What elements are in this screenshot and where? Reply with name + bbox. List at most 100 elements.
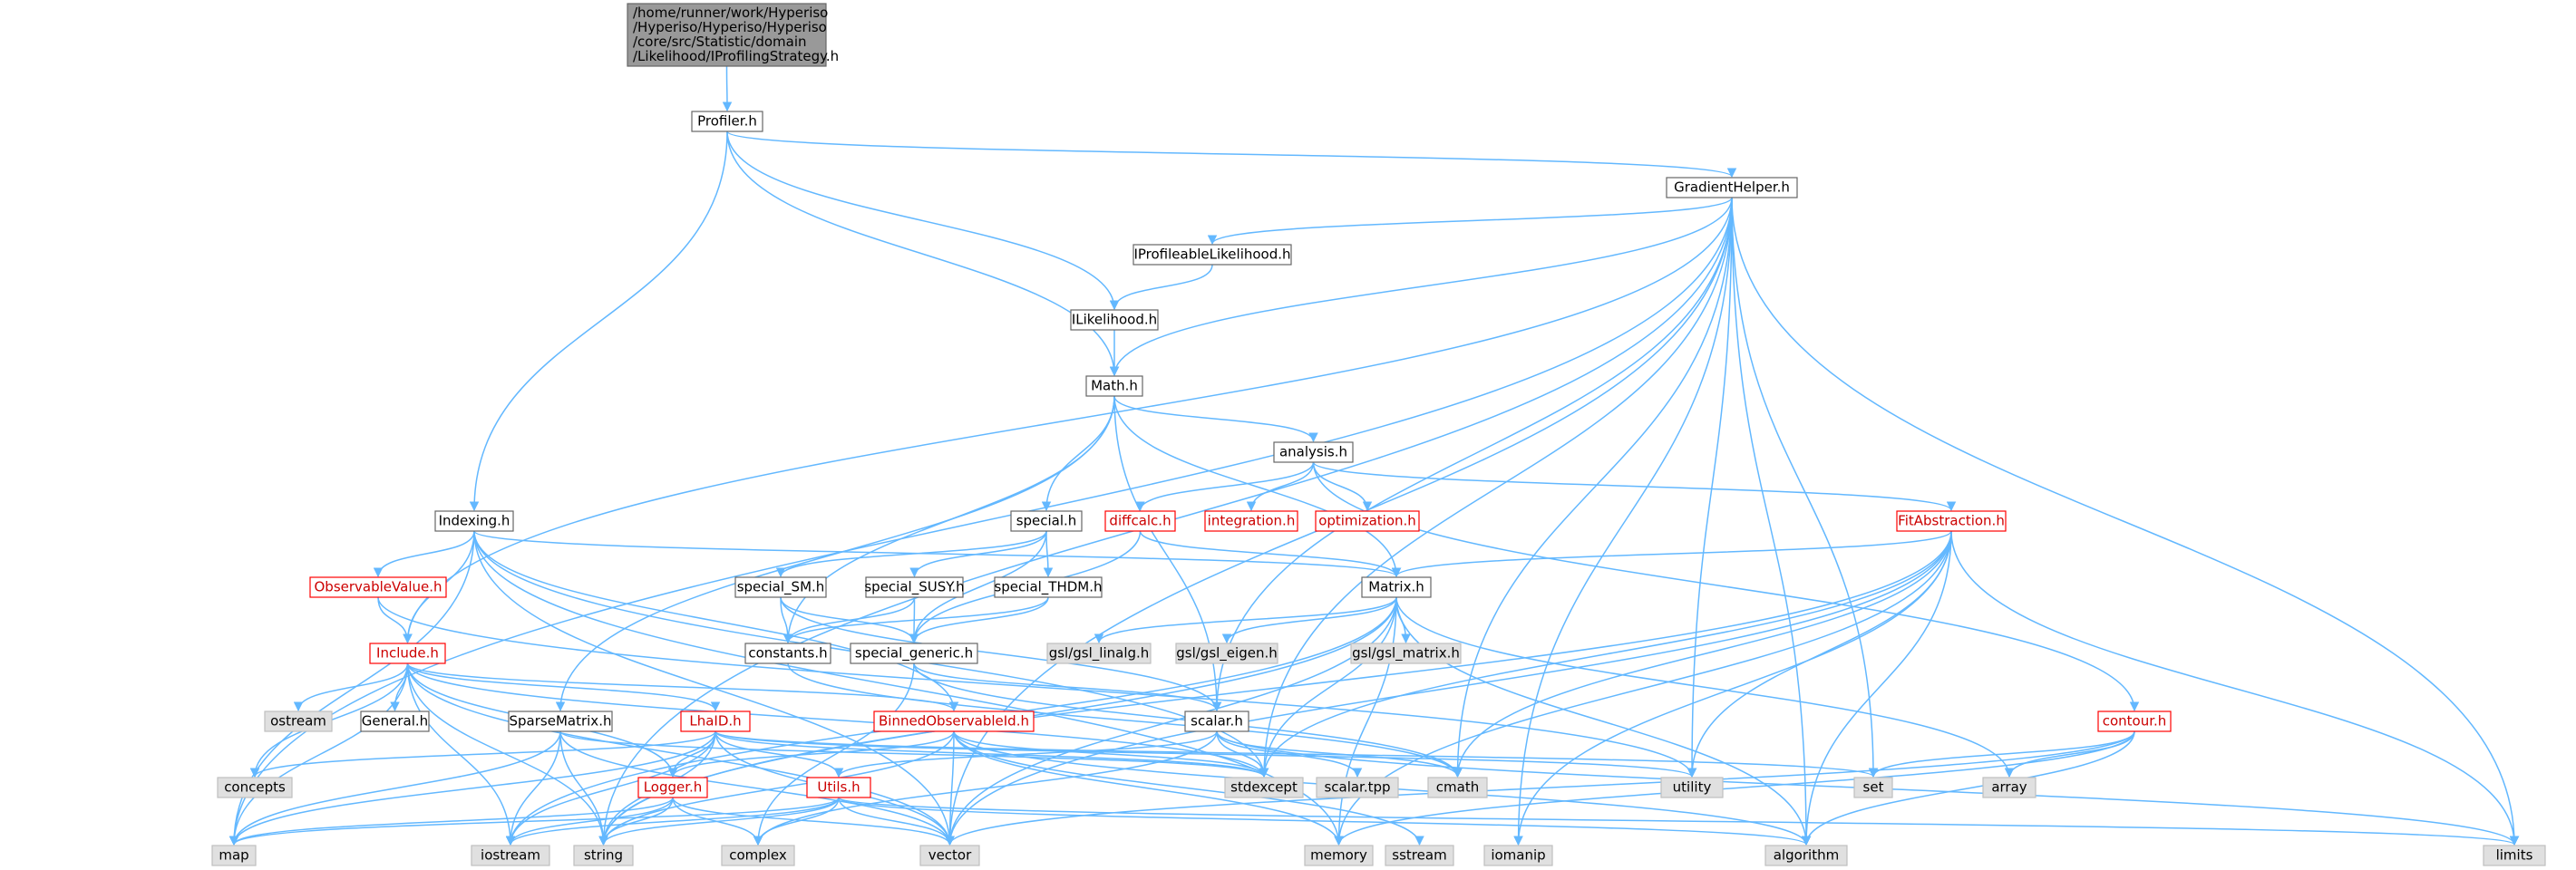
node-root-box <box>627 3 827 67</box>
node-logger[interactable]: Logger.h <box>637 777 708 798</box>
node-gradienthelper[interactable]: GradientHelper.h <box>1666 177 1798 198</box>
edge-scalar-to-complex <box>753 730 1218 846</box>
node-set: set <box>1853 777 1893 798</box>
node-general[interactable]: General.h <box>360 710 430 732</box>
node-gradienthelper-label: GradientHelper.h <box>1674 179 1790 196</box>
edge-matrix-to-memory <box>1334 596 1397 846</box>
node-algorithm-box <box>1764 845 1848 866</box>
edge-contour-to-algorithm <box>1801 730 2135 846</box>
edge-include-to-iostream <box>406 662 516 846</box>
node-iprofileable[interactable]: IProfileableLikelihood.h <box>1132 244 1292 266</box>
edge-gradienthelper-to-iprofileable <box>1207 197 1733 246</box>
node-root[interactable]: /home/runner/work/Hyperiso/Hyperiso/Hype… <box>627 3 839 67</box>
node-contour[interactable]: contour.h <box>2097 710 2172 732</box>
edge-gradienthelper-to-iomanip <box>1513 197 1733 846</box>
edge-sparsematrix-to-stdexcept <box>559 730 1269 778</box>
edge-special_generic-to-complex <box>753 662 915 846</box>
edge-include-to-stdexcept <box>406 662 1269 778</box>
node-utils[interactable]: Utils.h <box>806 777 871 798</box>
node-scalar[interactable]: scalar.h <box>1184 710 1249 732</box>
edge-root-to-profiler <box>722 65 733 112</box>
node-lhaid-box <box>680 710 751 732</box>
node-ostream: ostream <box>264 710 333 732</box>
node-special_thdm[interactable]: special_THDM.h <box>994 576 1103 598</box>
node-iomanip-box <box>1483 845 1553 866</box>
node-gsl_linalg: gsl/gsl_linalg.h <box>1046 643 1152 664</box>
node-constants[interactable]: constants.h <box>744 643 831 664</box>
edge-binnedobservableid-to-logger <box>667 730 955 778</box>
node-scalar_tpp: scalar.tpp <box>1316 777 1399 798</box>
node-analysis[interactable]: analysis.h <box>1273 441 1354 463</box>
node-binnedobservableid-box <box>873 710 1035 732</box>
node-indexing[interactable]: Indexing.h <box>434 510 514 532</box>
node-special_susy[interactable]: special_SUSY.h <box>864 576 965 598</box>
edge-diffcalc-to-matrix <box>1139 530 1402 578</box>
edge-special-to-special_susy <box>909 530 1047 578</box>
edge-binnedobservableid-to-memory <box>953 730 1344 846</box>
node-optimization[interactable]: optimization.h <box>1315 510 1420 532</box>
edge-lhaid-to-utils <box>714 730 844 778</box>
node-diffcalc-label: diffcalc.h <box>1109 513 1171 529</box>
node-iomanip-label: iomanip <box>1491 847 1545 864</box>
node-gsl_matrix-label: gsl/gsl_matrix.h <box>1352 645 1460 662</box>
node-optimization-box <box>1315 510 1420 532</box>
node-special_generic[interactable]: special_generic.h <box>850 643 978 664</box>
edge-special_sm-to-scalar <box>780 596 1222 712</box>
edge-analysis-to-contour <box>1312 461 2140 712</box>
edge-fitabstraction-to-algorithm <box>1801 530 1952 846</box>
node-indexing-label: Indexing.h <box>439 513 510 529</box>
node-cmath: cmath <box>1427 777 1488 798</box>
edge-lhaid-to-utility <box>714 730 1696 778</box>
node-fitabstraction-label: FitAbstraction.h <box>1898 513 2005 529</box>
node-string-box <box>573 845 634 866</box>
node-fitabstraction[interactable]: FitAbstraction.h <box>1896 510 2007 532</box>
node-observablevalue-box <box>309 576 447 598</box>
node-sparsematrix[interactable]: SparseMatrix.h <box>508 710 613 732</box>
edge-fitabstraction-to-cmath <box>1453 530 1952 778</box>
node-diffcalc[interactable]: diffcalc.h <box>1104 510 1176 532</box>
node-integration-label: integration.h <box>1208 513 1296 529</box>
node-indexing-box <box>434 510 514 532</box>
edge-scalar-to-stdexcept <box>1216 730 1269 778</box>
node-special_sm[interactable]: special_SM.h <box>734 576 827 598</box>
node-integration[interactable]: integration.h <box>1204 510 1298 532</box>
node-special_susy-box <box>865 576 964 598</box>
node-include[interactable]: Include.h <box>369 643 446 664</box>
edge-fitabstraction-to-limits <box>1950 530 2520 846</box>
edge-analysis-to-fitabstraction <box>1312 461 1957 512</box>
edge-contour-to-array <box>2004 730 2135 778</box>
edge-utils-to-iostream <box>505 797 840 846</box>
node-gsl_matrix: gsl/gsl_matrix.h <box>1350 643 1462 664</box>
node-special_generic-box <box>850 643 978 664</box>
edge-gradienthelper-to-utility <box>1687 197 1733 778</box>
node-matrix[interactable]: Matrix.h <box>1361 576 1432 598</box>
node-sparsematrix-label: SparseMatrix.h <box>510 713 612 730</box>
node-profiler[interactable]: Profiler.h <box>691 111 763 132</box>
edge-matrix-to-array <box>1395 596 2015 778</box>
edge-gradienthelper-to-scalar <box>1211 197 1733 712</box>
edge-observablevalue-to-include <box>377 596 413 644</box>
node-algorithm: algorithm <box>1764 845 1848 866</box>
edge-include-to-string <box>406 662 608 846</box>
node-observablevalue[interactable]: ObservableValue.h <box>309 576 447 598</box>
node-logger-label: Logger.h <box>644 779 703 796</box>
edge-utils-to-limits <box>838 797 2519 846</box>
edge-logger-to-iostream <box>505 797 674 846</box>
node-utility: utility <box>1660 777 1724 798</box>
node-ostream-label: ostream <box>270 713 326 730</box>
edge-scalar-to-utils <box>833 730 1218 778</box>
edge-gradienthelper-to-limits <box>1731 197 2520 846</box>
node-concepts-label: concepts <box>224 779 286 796</box>
edge-utils-to-complex <box>753 797 840 846</box>
node-math[interactable]: Math.h <box>1085 375 1143 397</box>
edge-analysis-to-diffcalc <box>1135 461 1315 512</box>
node-concepts: concepts <box>217 777 293 798</box>
nodes-layer: /home/runner/work/Hyperiso/Hyperiso/Hype… <box>211 3 2546 866</box>
node-special[interactable]: special.h <box>1010 510 1083 532</box>
node-lhaid[interactable]: LhaID.h <box>680 710 751 732</box>
node-ilikelihood[interactable]: ILikelihood.h <box>1070 309 1159 331</box>
node-binnedobservableid[interactable]: BinnedObservableId.h <box>873 710 1035 732</box>
edge-include-to-map <box>228 662 409 846</box>
edge-lhaid-to-set <box>714 730 1878 778</box>
node-concepts-box <box>217 777 293 798</box>
